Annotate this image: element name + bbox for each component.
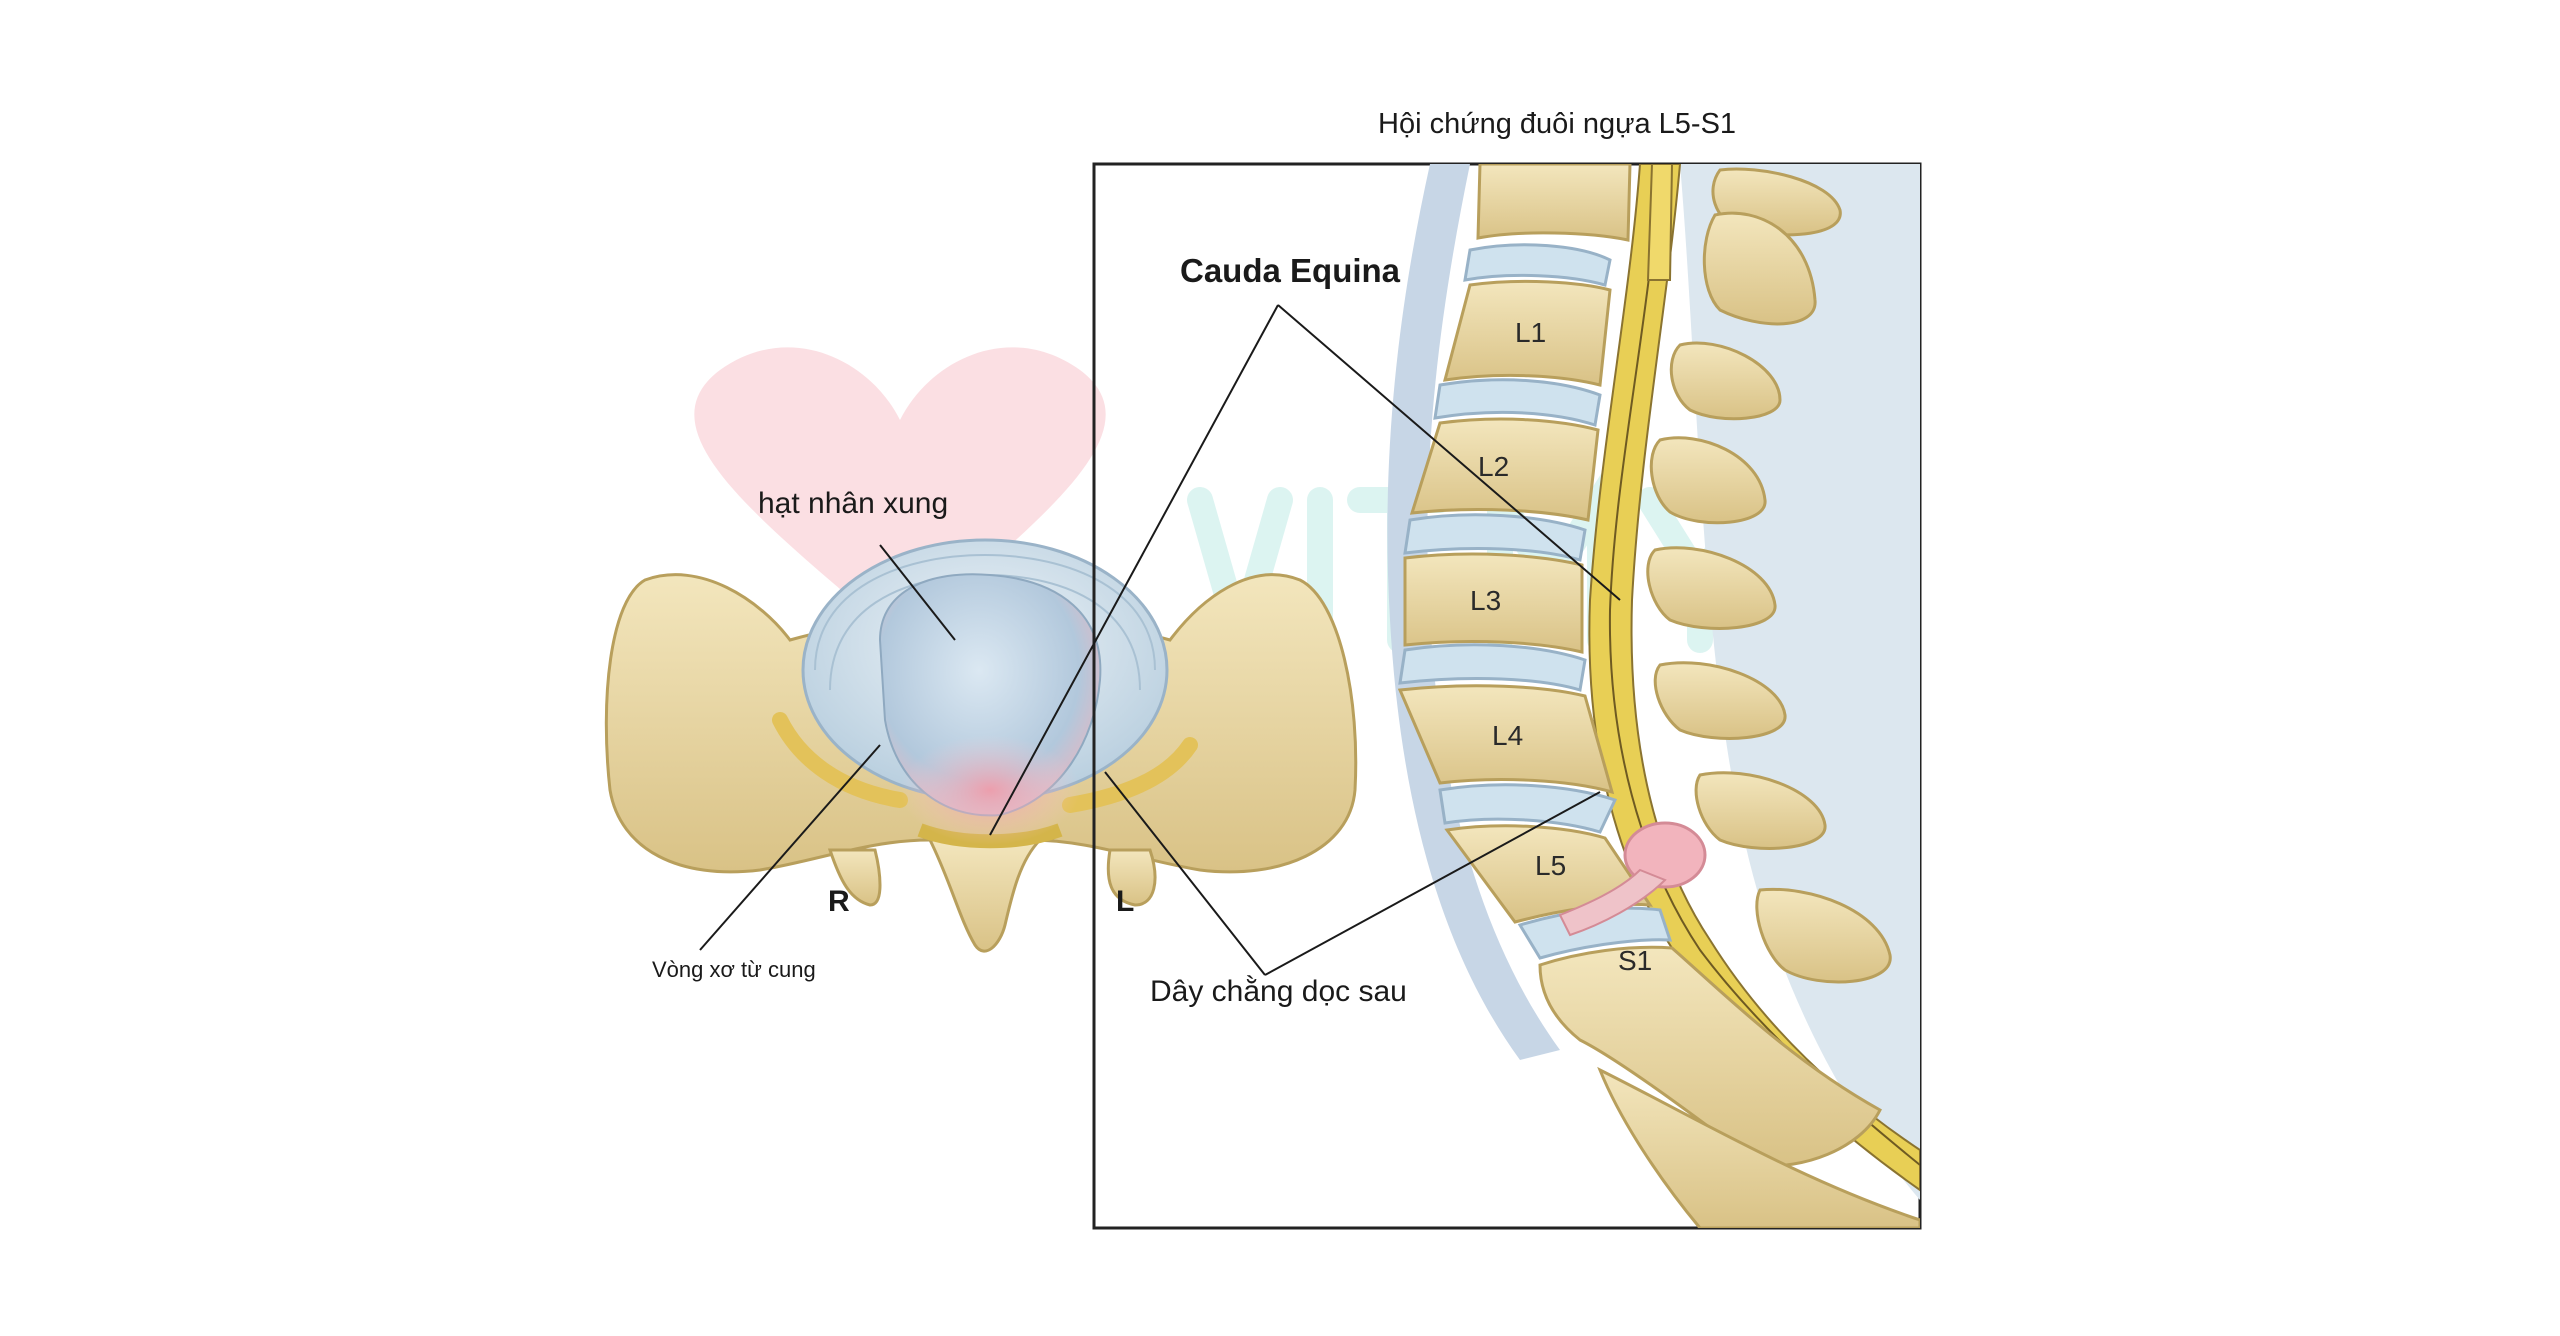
leader-line-ligament-left (1104, 771, 1266, 976)
vertebra-label-s1: S1 (1618, 945, 1652, 976)
vertebra-label-l5: L5 (1535, 850, 1566, 881)
axial-vertebra-illustration (604, 538, 1358, 953)
label-posterior-ligament: Dây chằng dọc sau (1150, 975, 1407, 1008)
disc-rings (814, 553, 1156, 671)
anterior-band (1387, 164, 1560, 1060)
sagittal-spine-illustration: L1 L2 L3 L4 L5 S1 (1387, 164, 1920, 1228)
spinal-canal (1588, 164, 1920, 1192)
spinous-process (927, 838, 1044, 953)
ligament-arc-left (772, 712, 908, 808)
lower-process-right (1106, 848, 1157, 907)
leader-line-nucleus (879, 544, 956, 641)
heart-logo-icon (694, 347, 1106, 640)
vertebra-label-l1: L1 (1515, 317, 1546, 348)
vertebra-l1 (1442, 279, 1612, 387)
herniation-glow (900, 735, 1080, 845)
intervertebral-discs (1398, 243, 1673, 960)
vertebra-label-l2: L2 (1478, 451, 1509, 482)
leader-line-cauda-left (989, 304, 1279, 836)
label-nucleus: hạt nhân xung (758, 487, 949, 520)
vertebra-l2 (1409, 417, 1600, 522)
spinal-cord-top (1646, 164, 1674, 281)
label-annulus: Vòng xơ từ cung (652, 957, 816, 982)
vertebra-label-l4: L4 (1492, 720, 1523, 751)
sacrum-lower (1597, 1066, 1920, 1228)
vertebra-label-l3: L3 (1470, 585, 1501, 616)
spinous-processes (1646, 167, 1892, 984)
vertebra-l3 (1403, 552, 1584, 654)
leader-line-annulus (699, 744, 881, 951)
vertebral-bodies (1397, 164, 1920, 1228)
disc-herniation (1558, 821, 1707, 937)
diagram-title: Hội chứng đuôi ngựa L5-S1 (1378, 108, 1737, 140)
lower-process-left (827, 848, 882, 907)
leader-line-ligament-right (1264, 791, 1601, 976)
vertebra-l4 (1397, 684, 1615, 795)
ligament-arc-right (1062, 737, 1198, 813)
label-left-side: L (1116, 885, 1135, 918)
label-cauda-equina: Cauda Equina (1180, 252, 1401, 289)
leader-lines (989, 304, 1621, 976)
vertebra-s1 (1538, 945, 1882, 1168)
leader-line-cauda-right (1277, 304, 1621, 601)
vertebra-top (1476, 164, 1632, 242)
label-right-side: R (828, 885, 850, 918)
